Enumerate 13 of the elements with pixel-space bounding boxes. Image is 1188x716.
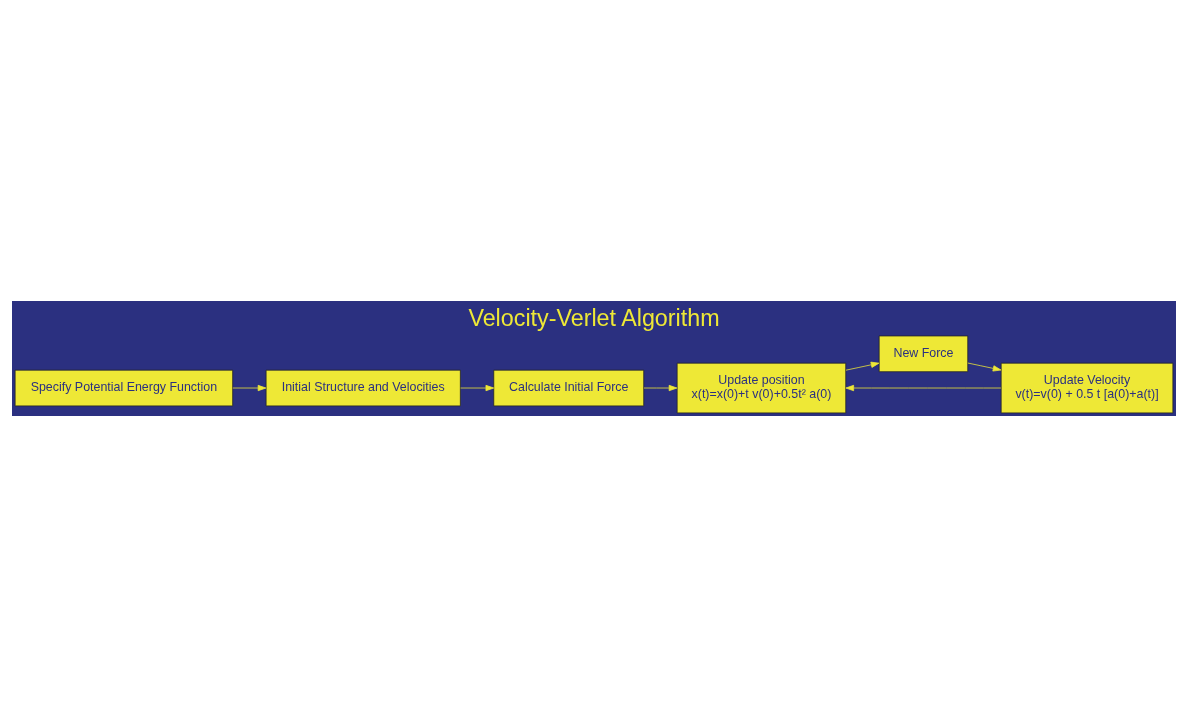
node-box: Update position x(t)=x(0)+t v(0)+0.5t² a(0) bbox=[676, 362, 847, 413]
arrow bbox=[845, 384, 1002, 391]
arrow bbox=[460, 384, 495, 391]
arrow bbox=[845, 361, 880, 371]
node-box: Update Velocity v(t)=v(0) + 0.5 t [a(0)+a(t)] bbox=[1000, 362, 1174, 413]
diagram-title: Velocity-Verlet Algorithm bbox=[468, 304, 720, 331]
node-box: Initial Structure and Velocities bbox=[265, 369, 461, 406]
arrow bbox=[967, 362, 1002, 371]
node-box: Specify Potential Energy Function bbox=[14, 369, 234, 406]
arrow bbox=[643, 384, 678, 391]
arrow bbox=[232, 384, 267, 391]
node-box: New Force bbox=[878, 335, 969, 372]
node-box: Calculate Initial Force bbox=[493, 369, 645, 406]
